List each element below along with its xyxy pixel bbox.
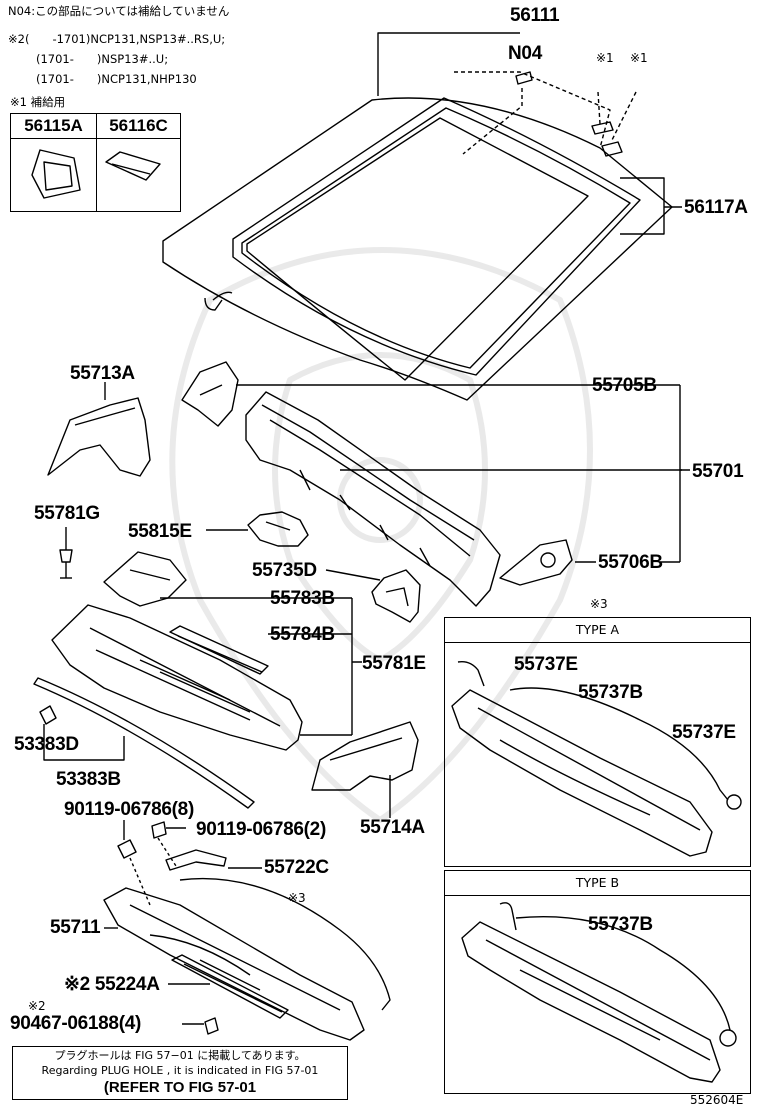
bracket-55705B — [181, 361, 660, 427]
type-a-part-55737E-1[interactable]: 55737E — [514, 654, 578, 675]
weatherstrip-53383B — [33, 677, 255, 809]
part-number-55781E[interactable]: 55781E — [362, 653, 426, 674]
windshield-glass-56111 — [162, 97, 673, 401]
applicability-note-line3: (1701- )NCP131,NHP130 — [36, 72, 197, 86]
part-number-53383D[interactable]: 53383D — [14, 734, 79, 755]
part-number-55722C[interactable]: 55722C — [264, 857, 329, 878]
part-number-56111[interactable]: 56111 — [510, 5, 560, 26]
cowl-louver-55781E — [51, 604, 303, 751]
type-box-mark-3: ※3 — [590, 597, 608, 611]
type-b-part-55737B[interactable]: 55737B — [588, 914, 653, 935]
side-panel-55714A — [311, 721, 419, 791]
part-number-55783B[interactable]: 55783B — [270, 588, 335, 609]
applicability-mark-2: ※2 — [28, 999, 46, 1013]
cover-55224A — [171, 954, 289, 1019]
part-number-90119-06786-8[interactable]: 90119-06786(8) — [64, 799, 194, 820]
part-number-55224A[interactable]: ※2 55224A — [64, 974, 160, 995]
supply-cell-56115A: 56115A — [11, 114, 97, 211]
part-number-55781G[interactable]: 55781G — [34, 503, 100, 524]
part-number-55735D[interactable]: 55735D — [252, 560, 317, 581]
part-number-55711[interactable]: 55711 — [50, 917, 101, 938]
supply-cell-56116C: 56116C — [97, 114, 180, 211]
type-b-cowl-drawing — [461, 902, 737, 1083]
supply-mark-1a: ※1 — [596, 51, 614, 65]
type-b-header: TYPE B — [445, 871, 750, 896]
part-number-55714A[interactable]: 55714A — [360, 817, 425, 838]
type-b-box: TYPE B — [444, 870, 751, 1094]
plug-note-line1: プラグホールは FIG 57−01 に掲載してあります。 — [54, 1049, 306, 1062]
supply-parts-table: 56115A 56116C — [10, 113, 181, 212]
part-number-55706B[interactable]: 55706B — [598, 552, 663, 573]
applicability-note-line1: ※2( -1701)NCP131,NSP13#..RS,U; — [8, 32, 226, 46]
type-a-box: TYPE A — [444, 617, 751, 867]
cowl-panel-55701 — [245, 391, 682, 607]
type-note-mark-3: ※3 — [288, 891, 306, 905]
clip-53383D — [39, 705, 57, 736]
part-number-56117A[interactable]: 56117A — [684, 197, 748, 218]
supply-mark-1b: ※1 — [630, 51, 648, 65]
bracket-55706B — [499, 539, 573, 586]
bolts — [117, 820, 186, 906]
part-number-55701[interactable]: 55701 — [692, 461, 744, 482]
supply-clip-56115A-drawing — [31, 149, 81, 199]
part-number-56116C[interactable]: 56116C — [97, 114, 180, 139]
plug-note-refer-link[interactable]: (REFER TO FIG 57-01 — [103, 1079, 257, 1096]
side-panel-55713A — [47, 382, 151, 477]
n04-note: N04:この部品については補給していません — [8, 4, 230, 18]
plug-note-line2: Regarding PLUG HOLE , it is indicated in… — [41, 1064, 319, 1077]
wiper-link-55711 — [103, 877, 391, 1041]
part-number-55705B[interactable]: 55705B — [592, 375, 657, 396]
plug-hole-note-box: プラグホールは FIG 57−01 に掲載してあります。 Regarding P… — [12, 1046, 348, 1100]
seal-55735D — [371, 569, 421, 623]
part-number-53383B[interactable]: 53383B — [56, 769, 121, 790]
part-number-90467-06188[interactable]: 90467-06188(4) — [10, 1013, 142, 1034]
applicability-note-line2: (1701- )NSP13#..U; — [36, 52, 169, 66]
supply-clip-56116C-drawing — [105, 151, 161, 181]
part-number-56115A[interactable]: 56115A — [11, 114, 96, 139]
type-a-part-55737E-2[interactable]: 55737E — [672, 722, 736, 743]
part-number-n04[interactable]: N04 — [508, 43, 542, 64]
type-a-part-55737B[interactable]: 55737B — [578, 682, 643, 703]
type-a-cowl-drawing — [451, 660, 742, 857]
figure-code: 552604E — [690, 1093, 744, 1107]
strip-55784B — [169, 625, 269, 675]
bracket-55815E — [247, 511, 309, 547]
type-a-header: TYPE A — [445, 618, 750, 643]
bracket-55783B — [103, 551, 187, 607]
clip-90467 — [204, 1017, 219, 1035]
part-number-90119-06786-2[interactable]: 90119-06786(2) — [196, 819, 326, 840]
part-number-55815E[interactable]: 55815E — [128, 521, 192, 542]
part-number-55784B[interactable]: 55784B — [270, 624, 335, 645]
bracket-55722C — [165, 849, 227, 871]
part-number-55713A[interactable]: 55713A — [70, 363, 135, 384]
supply-note: ※1 補給用 — [10, 95, 66, 109]
clip-55781G — [59, 527, 73, 579]
